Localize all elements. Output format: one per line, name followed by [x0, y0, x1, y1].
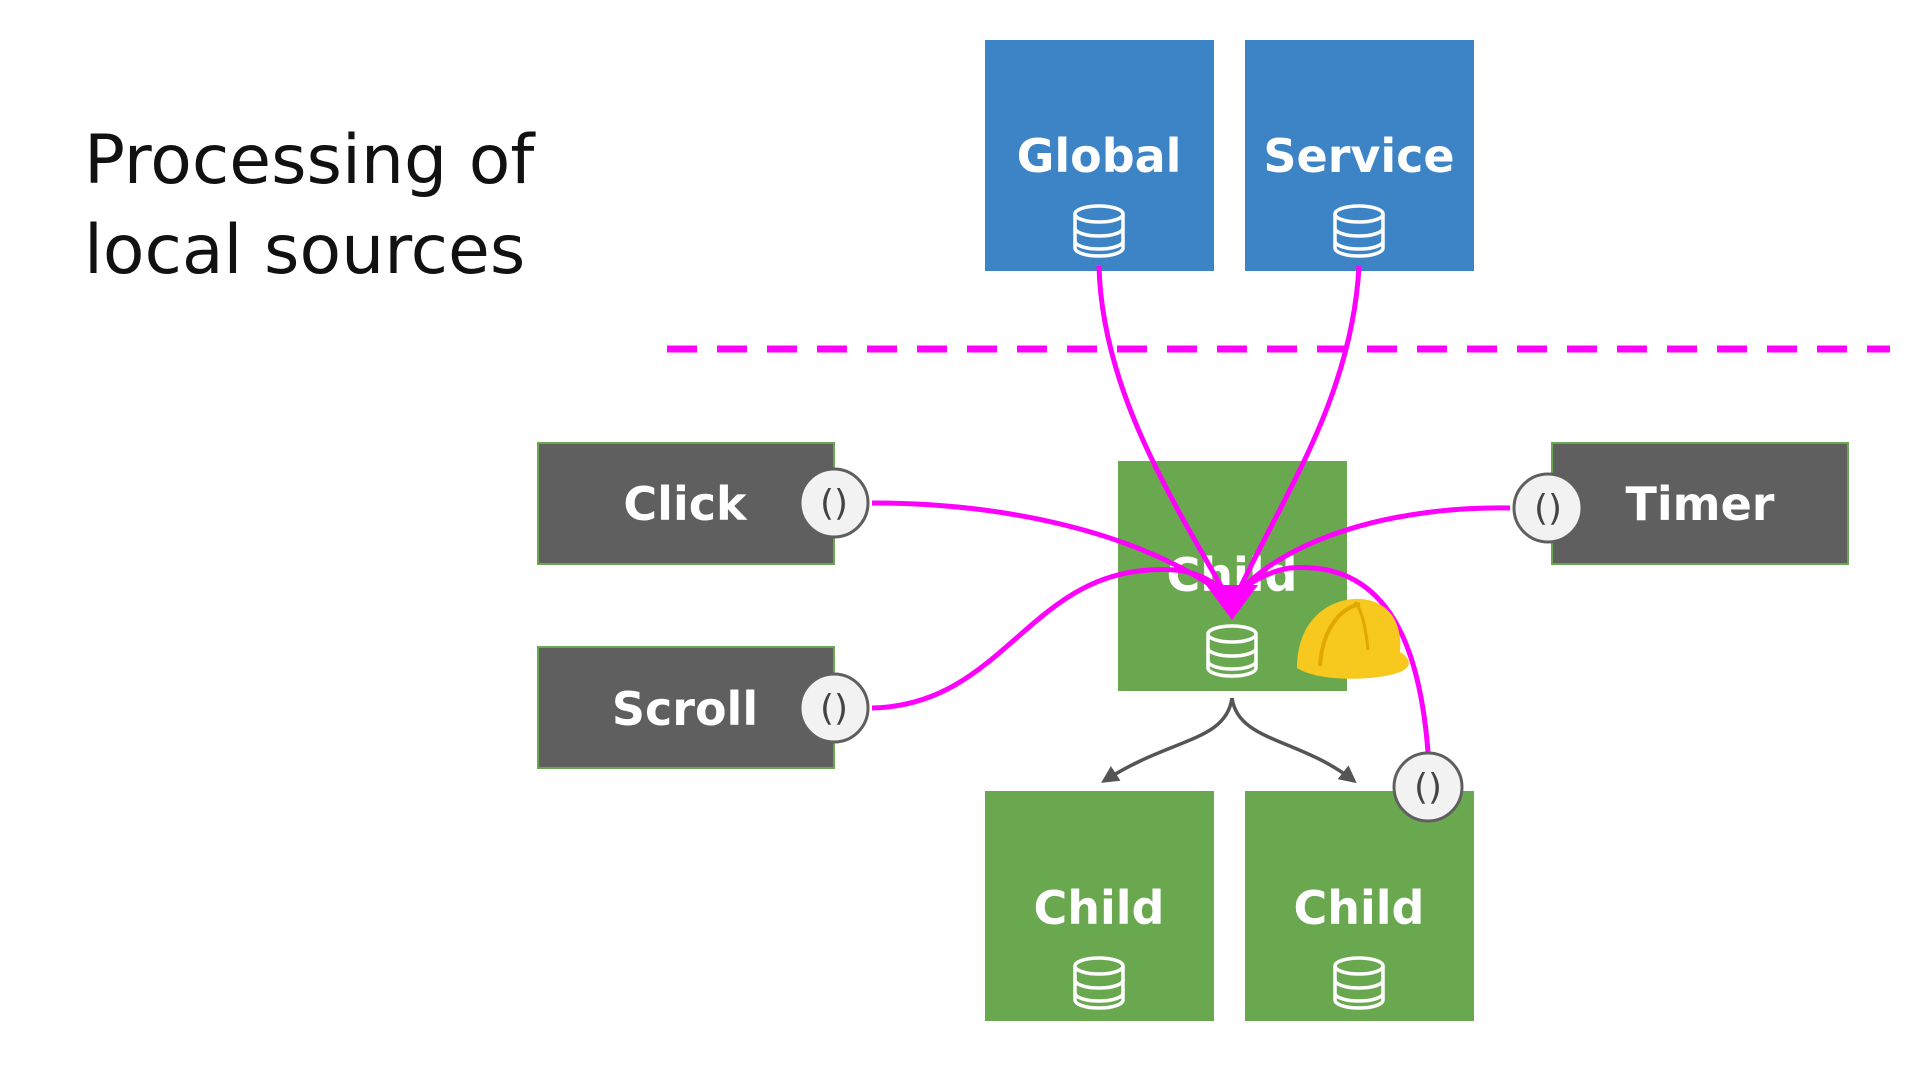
- function-call-icon: (): [1534, 488, 1562, 529]
- scroll-source-badge: (): [798, 672, 870, 744]
- arrow-to-child-right: [1230, 697, 1357, 784]
- arrow-to-child-left: [1101, 697, 1234, 783]
- slide-title: Processing of local sources: [84, 116, 534, 296]
- global-node: Global: [985, 40, 1214, 271]
- flow-child-right: [1230, 565, 1431, 753]
- function-call-icon: (): [820, 483, 848, 524]
- child-left-label: Child: [1034, 881, 1165, 935]
- timer-source-node: Timer: [1551, 442, 1849, 565]
- function-call-icon: (): [1414, 767, 1442, 808]
- click-source-badge: (): [798, 467, 870, 539]
- click-source-node: Click: [537, 442, 835, 565]
- title-line-1: Processing of: [84, 121, 535, 200]
- click-label: Click: [623, 477, 748, 531]
- timer-label: Timer: [1626, 477, 1775, 531]
- scroll-label: Scroll: [612, 682, 758, 736]
- global-label: Global: [1017, 129, 1182, 183]
- flow-timer: [1230, 505, 1511, 602]
- hard-hat-icon: [1297, 598, 1409, 679]
- timer-source-badge: (): [1512, 472, 1584, 544]
- flow-scroll: [871, 567, 1234, 711]
- scroll-source-node: Scroll: [537, 646, 835, 769]
- function-call-icon: (): [820, 688, 848, 729]
- flow-global: [1096, 265, 1235, 607]
- magenta-flows: [871, 265, 1511, 753]
- service-node: Service: [1245, 40, 1474, 271]
- flow-service: [1229, 265, 1362, 607]
- child-left-node: Child: [985, 791, 1214, 1021]
- merge-arrowhead: [1206, 585, 1258, 620]
- child-right-source-badge: (): [1392, 751, 1464, 823]
- child-right-label: Child: [1294, 881, 1425, 935]
- title-line-2: local sources: [84, 211, 526, 290]
- child-right-node: Child: [1245, 791, 1474, 1021]
- service-label: Service: [1263, 129, 1454, 183]
